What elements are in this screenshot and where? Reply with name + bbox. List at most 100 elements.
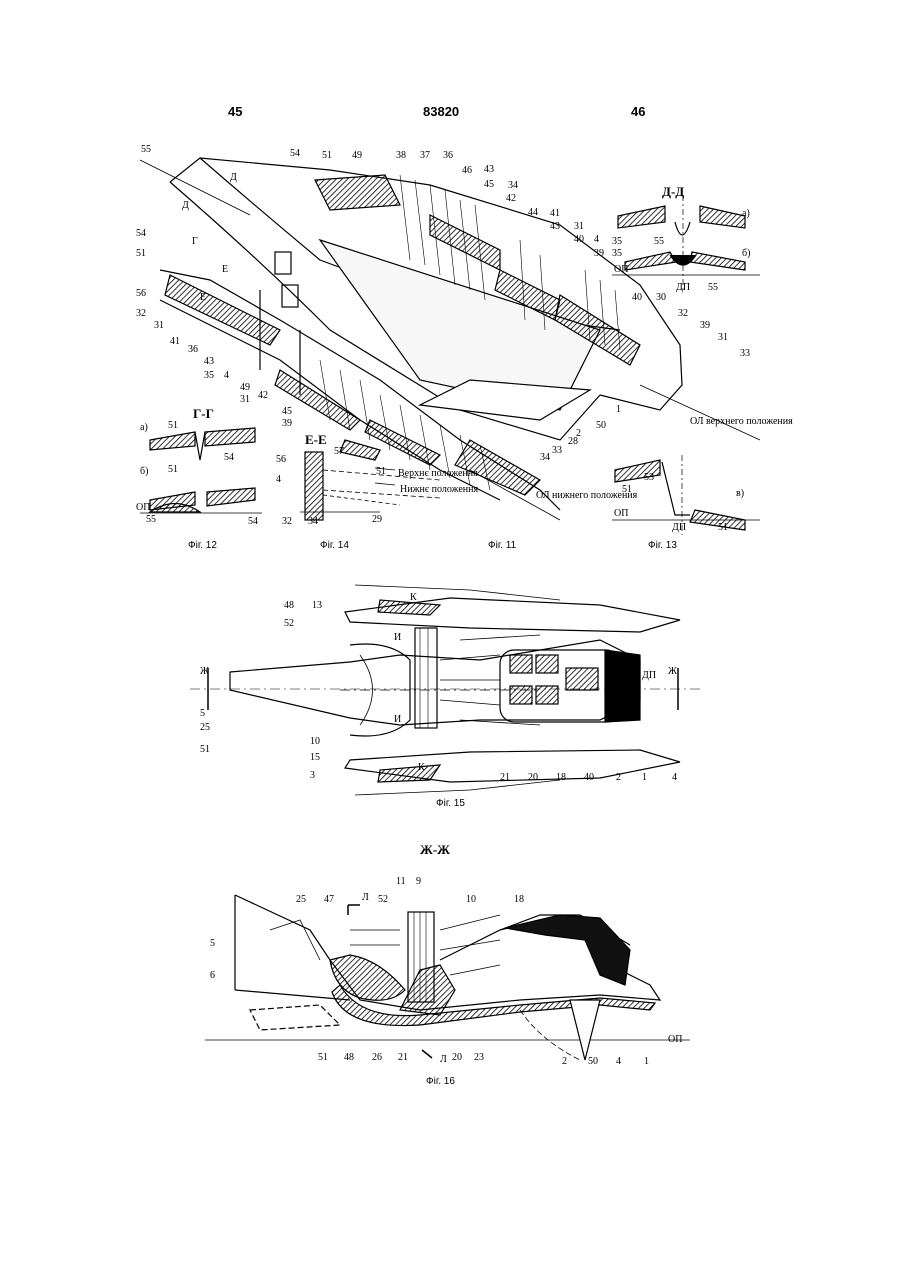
callout: 4 — [594, 234, 599, 245]
callout: 28 — [568, 436, 578, 447]
callout: 23 — [474, 1052, 484, 1063]
callout: 51 — [136, 248, 146, 259]
callout: 36 — [443, 150, 453, 161]
callout: 57 — [334, 446, 344, 457]
callout: 39 — [594, 248, 604, 259]
fig13-caption: Фіг. 13 — [648, 540, 677, 551]
callout: 11 — [396, 876, 406, 887]
callout: 39 — [700, 320, 710, 331]
callout: 56 — [276, 454, 286, 465]
callout: 4 — [672, 772, 677, 783]
callout: 54 — [224, 452, 234, 463]
callout: 32 — [282, 516, 292, 527]
callout: 4 — [224, 370, 229, 381]
fig11-caption: Фіг. 11 — [488, 540, 517, 551]
callout: 40 — [574, 234, 584, 245]
callout: 1 — [616, 404, 621, 415]
callout: 51 — [168, 464, 178, 475]
callout: 40 — [632, 292, 642, 303]
view-letter-e1: Е — [222, 264, 228, 275]
figure-13-drawing — [612, 195, 760, 535]
callout: 5 — [210, 938, 215, 949]
callout: 21 — [398, 1052, 408, 1063]
section-gg-title: Г-Г — [193, 406, 214, 421]
fig16-caption: Фіг. 16 — [426, 1076, 455, 1087]
callout: 51 — [168, 420, 178, 431]
callout: 43 — [484, 164, 494, 175]
callout: 21 — [500, 772, 510, 783]
callout: 51 — [200, 744, 210, 755]
callout: 34 — [508, 180, 518, 191]
callout: 42 — [506, 193, 516, 204]
callout: 51 — [718, 522, 728, 533]
callout: 35 — [612, 236, 622, 247]
section-dd-title: Д-Д — [662, 184, 684, 199]
view-letter-d1: Д — [230, 172, 237, 183]
callout: 51 — [376, 466, 386, 477]
callout: 29 — [372, 514, 382, 525]
callout: 13 — [312, 600, 322, 611]
callout: 20 — [452, 1052, 462, 1063]
callout: 37 — [420, 150, 430, 161]
figure-16-drawing — [205, 895, 690, 1060]
callout: 52 — [378, 894, 388, 905]
callout: 43 — [550, 221, 560, 232]
callout: 26 — [372, 1052, 382, 1063]
callout: 2 — [616, 772, 621, 783]
note-upper-pos-ee: Верхнє положення — [398, 468, 478, 479]
callout: 52 — [284, 618, 294, 629]
callout: 43 — [204, 356, 214, 367]
callout: 35 — [612, 248, 622, 259]
callout: 56 — [136, 288, 146, 299]
term-op-16: ОП — [668, 1034, 682, 1045]
callout: 20 — [528, 772, 538, 783]
term-dp-13v: ДП — [672, 522, 686, 533]
callout: 49 — [352, 150, 362, 161]
letter-i-top: И — [394, 632, 401, 643]
callout: 34 — [308, 516, 318, 527]
callout: 4 — [276, 474, 281, 485]
callout: 5 — [200, 708, 205, 719]
section-ee-title: Е-Е — [305, 432, 327, 447]
callout: 18 — [556, 772, 566, 783]
note-lower-pos-ee: Нижнє положення — [400, 484, 479, 495]
letter-zh-right: Ж — [668, 666, 677, 677]
callout: 53 — [644, 472, 654, 483]
callout: 32 — [136, 308, 146, 319]
callout: 55 — [654, 236, 664, 247]
figure-12-drawing — [140, 428, 262, 513]
callout: 3 — [310, 770, 315, 781]
fig14-caption: Фіг. 14 — [320, 540, 349, 551]
term-dp-13: ДП — [676, 282, 690, 293]
callout: 54 — [290, 148, 300, 159]
callout: 55 — [708, 282, 718, 293]
fig12-caption: Фіг. 12 — [188, 540, 217, 551]
callout: 47 — [324, 894, 334, 905]
callout: 48 — [284, 600, 294, 611]
subletter-v-13: в) — [736, 488, 744, 499]
callout: 51 — [318, 1052, 328, 1063]
callout: 55 — [146, 514, 156, 525]
callout: 10 — [466, 894, 476, 905]
subletter-a-13: а) — [742, 208, 750, 219]
callout: 41 — [170, 336, 180, 347]
callout: 46 — [462, 165, 472, 176]
fig15-caption: Фіг. 15 — [436, 798, 465, 809]
figure-11-drawing — [140, 158, 760, 520]
callout: 1 — [644, 1056, 649, 1067]
letter-l-bottom: Л — [440, 1054, 447, 1065]
callout: 42 — [258, 390, 268, 401]
callout: 55 — [141, 144, 151, 155]
subletter-a-12: а) — [140, 422, 148, 433]
callout: 33 — [552, 445, 562, 456]
callout: 32 — [678, 308, 688, 319]
callout: 51 — [622, 484, 632, 495]
callout: 40 — [584, 772, 594, 783]
callout: 34 — [540, 452, 550, 463]
letter-k-bottom: К — [418, 762, 425, 773]
letter-l-top: Л — [362, 892, 369, 903]
callout: 10 — [310, 736, 320, 747]
callout: 38 — [396, 150, 406, 161]
callout: 15 — [310, 752, 320, 763]
